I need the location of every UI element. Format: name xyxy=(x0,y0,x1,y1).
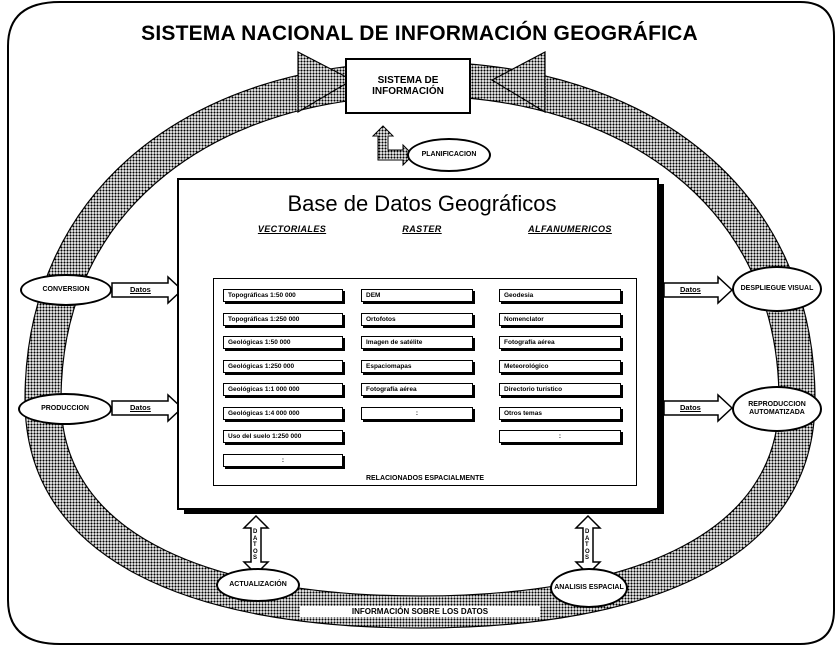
raster-item: Espaciomapas xyxy=(361,359,473,373)
despliegue-node: DESPLIEGUE VISUAL xyxy=(732,266,822,312)
category-alfanumericos: ALFANUMERICOS xyxy=(528,224,612,234)
cycle-ring xyxy=(24,61,816,629)
raster-item: Ortofotos xyxy=(361,312,473,326)
info-system-box: SISTEMA DE INFORMACIÓN xyxy=(345,58,471,114)
diagram-title: SISTEMA NACIONAL DE INFORMACIÓN GEOGRÁFI… xyxy=(141,22,698,45)
raster-item: DEM xyxy=(361,289,473,302)
spatial-relation-label: RELACIONADOS ESPACIALMENTE xyxy=(365,475,485,482)
ring-arrowhead-left xyxy=(297,51,354,114)
actualizacion-node: ACTUALIZACIÓN xyxy=(216,568,300,602)
conversion-node: CONVERSION xyxy=(20,274,112,306)
vectoriales-item: Geológicas 1:1 000 000 xyxy=(223,383,343,396)
category-raster: RASTER xyxy=(402,224,442,234)
alfanumericos-item: : xyxy=(499,430,621,443)
vectoriales-item: Topográficas 1:250 000 xyxy=(223,312,343,326)
reproduccion-node: REPRODUCCION AUTOMATIZADA xyxy=(732,386,822,432)
label-datos-produccion: Datos xyxy=(130,403,151,412)
label-datos-reproduccion: Datos xyxy=(680,403,701,412)
vectoriales-item: Geológicas 1:250 000 xyxy=(223,359,343,373)
raster-item: Fotografía aérea xyxy=(361,383,473,396)
alfanumericos-item: Nomenclator xyxy=(499,312,621,326)
vectoriales-item: Geológicas 1:4 000 000 xyxy=(223,406,343,420)
alfanumericos-item: Directorio turístico xyxy=(499,383,621,396)
vectoriales-item: Geológicas 1:50 000 xyxy=(223,336,343,349)
arrow-produccion xyxy=(111,393,184,423)
analisis-node: ANALISIS ESPACIAL xyxy=(550,568,628,608)
arrow-reproduccion xyxy=(663,393,734,423)
vectoriales-item: Topográficas 1:50 000 xyxy=(223,289,343,302)
alfanumericos-item: Fotografía aérea xyxy=(499,336,621,349)
label-datos-despliegue: Datos xyxy=(680,285,701,294)
produccion-node: PRODUCCION xyxy=(18,393,112,425)
alfanumericos-item: Meteorológico xyxy=(499,359,621,373)
raster-item: Imagen de satélite xyxy=(361,336,473,349)
vectoriales-item: Uso del suelo 1:250 000 xyxy=(223,430,343,443)
alfanumericos-item: Geodesia xyxy=(499,289,621,302)
label-datos-vertical-right: DATOS xyxy=(585,529,590,561)
planning-node: PLANIFICACION xyxy=(407,138,491,172)
label-datos-vertical-left: DATOS xyxy=(253,529,258,561)
raster-item: : xyxy=(361,406,473,420)
category-vectoriales: VECTORIALES xyxy=(257,224,327,234)
label-datos-conversion: Datos xyxy=(130,285,151,294)
arrow-conversion xyxy=(111,275,184,305)
planning-arrow xyxy=(371,125,414,167)
ring-arrowhead-right xyxy=(490,51,546,114)
vectoriales-item: : xyxy=(223,453,343,467)
datasets-table xyxy=(213,278,637,486)
alfanumericos-item: Otros temas xyxy=(499,406,621,420)
metadata-label: INFORMACIÓN SOBRE LOS DATOS xyxy=(300,606,540,617)
database-title: Base de Datos Geográficos xyxy=(287,191,557,216)
arrow-despliegue xyxy=(663,275,734,305)
